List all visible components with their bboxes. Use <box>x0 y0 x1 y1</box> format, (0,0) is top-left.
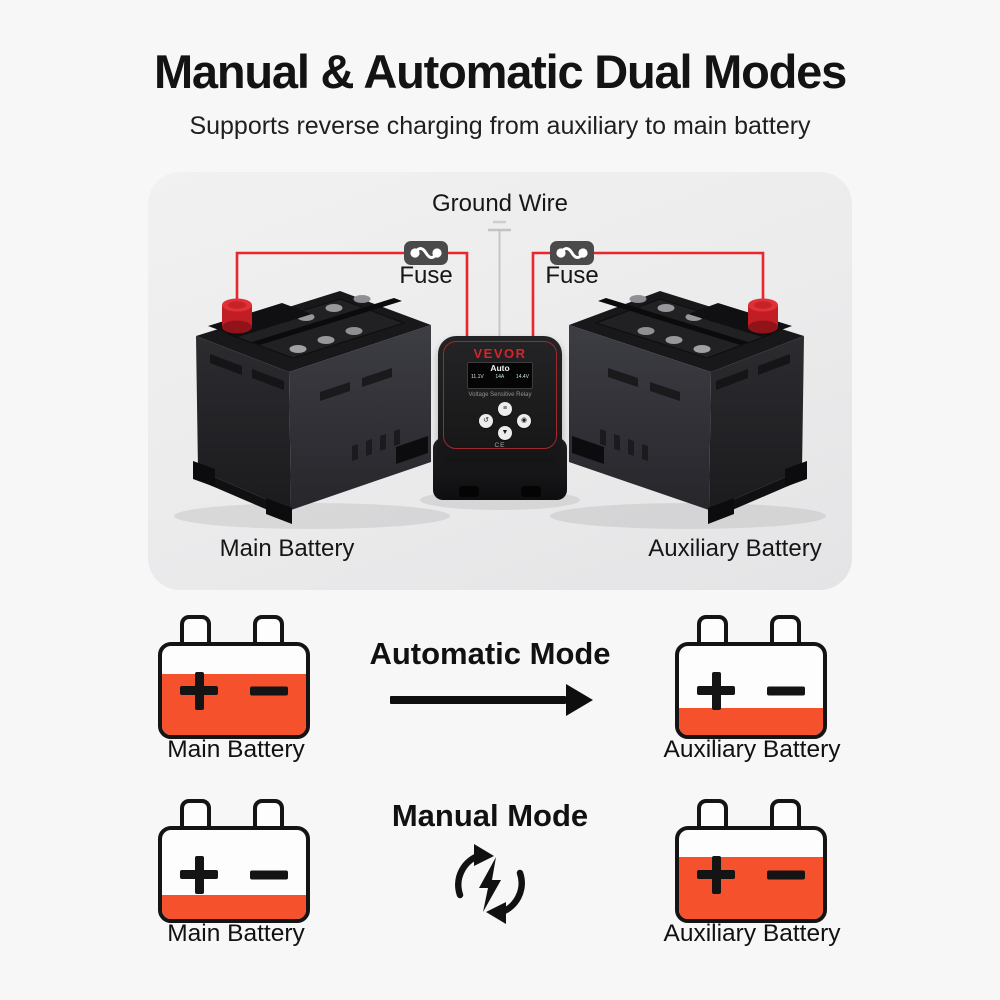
display-readings: 11.1V 14A 14.4V <box>468 374 532 380</box>
battery-charge-fill <box>162 894 306 919</box>
device-body: VEVOR Auto 11.1V 14A 14.4V Voltage Sensi… <box>438 336 562 458</box>
red-wire-right <box>531 251 765 342</box>
plus-terminal-icon <box>697 671 736 710</box>
minus-terminal-icon <box>766 870 805 879</box>
battery-caption: Main Battery <box>167 920 305 947</box>
device-back-button: ↺ <box>479 414 493 428</box>
battery-terminal <box>697 615 728 642</box>
battery-terminal <box>770 799 801 826</box>
fuse-icon-left <box>404 241 448 265</box>
battery-icon-aux-manual <box>675 799 827 923</box>
minus-terminal-icon <box>249 686 288 695</box>
plus-terminal-icon <box>180 671 219 710</box>
ground-wire-label: Ground Wire <box>431 190 569 217</box>
battery-icon-aux-automatic <box>675 615 827 739</box>
battery-terminals <box>675 799 827 826</box>
fuse-icon-right <box>550 241 594 265</box>
battery-charge-fill <box>679 856 823 919</box>
battery-terminal <box>770 615 801 642</box>
right-arrow-icon <box>390 696 566 704</box>
voltage-sensitive-relay-device: VEVOR Auto 11.1V 14A 14.4V Voltage Sensi… <box>433 336 567 500</box>
battery-terminals <box>158 799 310 826</box>
device-product-name: Voltage Sensitive Relay <box>468 392 532 398</box>
battery-terminal <box>180 615 211 642</box>
battery-charge-fill <box>679 708 823 735</box>
minus-terminal-icon <box>249 870 288 879</box>
ground-symbol-icon <box>488 220 511 232</box>
battery-charge-fill <box>162 674 306 735</box>
battery-terminals <box>158 615 310 642</box>
battery-body <box>158 642 310 739</box>
battery-icon-main-automatic <box>158 615 310 739</box>
red-wire-left <box>235 251 469 342</box>
display-left-voltage: 11.1V <box>471 374 484 380</box>
device-foot <box>521 486 541 497</box>
device-display: Auto 11.1V 14A 14.4V <box>467 362 533 389</box>
brand-logo: VEVOR <box>473 346 527 361</box>
display-current: 14A <box>495 374 505 380</box>
page-subtitle: Supports reverse charging from auxiliary… <box>189 112 811 140</box>
battery-caption: Auxiliary Battery <box>663 920 841 947</box>
battery-body <box>158 826 310 923</box>
battery-terminal <box>253 615 284 642</box>
display-right-voltage: 14.4V <box>515 374 529 380</box>
battery-terminals <box>675 615 827 642</box>
auxiliary-battery-illustration <box>549 290 827 530</box>
device-power-button: ◉ <box>517 414 531 428</box>
plus-terminal-icon <box>697 855 736 894</box>
aux-battery-label: Auxiliary Battery <box>648 535 822 562</box>
battery-terminal <box>180 799 211 826</box>
page-title: Manual & Automatic Dual Modes <box>153 45 847 98</box>
main-battery-label: Main Battery <box>219 535 355 562</box>
battery-terminal <box>697 799 728 826</box>
battery-caption: Auxiliary Battery <box>663 736 841 763</box>
device-foot <box>459 486 479 497</box>
battery-body <box>675 642 827 739</box>
display-mode-text: Auto <box>490 363 510 373</box>
battery-terminal <box>253 799 284 826</box>
fuse-label-right: Fuse <box>545 262 599 289</box>
fuse-label-left: Fuse <box>399 262 453 289</box>
sync-lightning-icon <box>455 844 525 924</box>
minus-terminal-icon <box>766 686 805 695</box>
battery-icon-main-manual <box>158 799 310 923</box>
main-battery-illustration <box>173 290 451 530</box>
device-up-button: ≡ <box>498 402 512 416</box>
device-down-button: ▼ <box>498 426 512 440</box>
manual-mode-title: Manual Mode <box>391 798 589 833</box>
device-cert-marks: CE <box>494 442 506 449</box>
plus-terminal-icon <box>180 855 219 894</box>
battery-caption: Main Battery <box>167 736 305 763</box>
battery-body <box>675 826 827 923</box>
automatic-mode-title: Automatic Mode <box>369 636 611 671</box>
